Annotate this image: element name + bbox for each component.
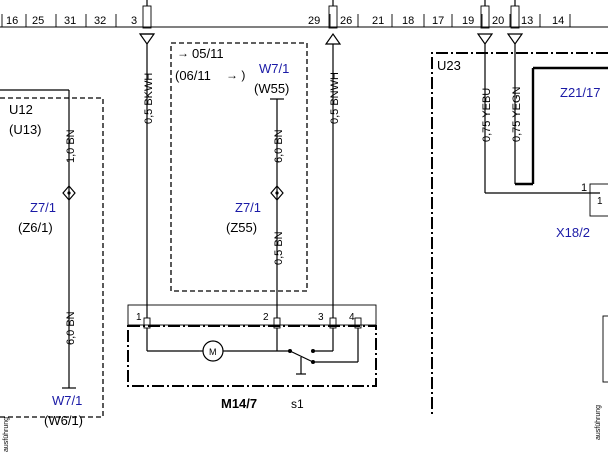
wire-label-mid-upper: 6,0 BN [273, 129, 285, 163]
z6-label: (Z6/1) [18, 220, 53, 235]
w6-label: (W6/1) [44, 413, 83, 428]
ruler-num: 3 [131, 15, 137, 27]
ruler-num: 18 [402, 15, 414, 27]
ruler-num: 13 [521, 15, 533, 27]
ruler-num: 29 [308, 15, 320, 27]
date-end-label: (06/11 [175, 68, 211, 83]
connector-socket [328, 5, 338, 29]
wire-label-u12-upper: 1,0 BN [65, 129, 77, 163]
m14-housing [127, 325, 377, 387]
wire-label-yegn: 0,75 YEGN [511, 87, 523, 142]
ruler-num: 19 [462, 15, 474, 27]
ruler-num: 26 [340, 15, 352, 27]
wire-mid [270, 98, 284, 318]
w7-top-label: W7/1 [259, 61, 289, 76]
wire-yebu [484, 44, 600, 194]
connector-socket [510, 5, 520, 29]
x18-pin-label: 1 [581, 182, 587, 194]
w7-bottom-label: W7/1 [52, 393, 82, 408]
ruler-num: 32 [94, 15, 106, 27]
x18-label: X18/2 [556, 225, 590, 240]
z7-left-label: Z7/1 [30, 200, 56, 215]
wire-label-bkwh: 0,5 BKWH [143, 73, 155, 124]
connector-socket [480, 5, 490, 29]
s1-label: s1 [291, 397, 304, 411]
arrow-end: → ) [226, 68, 245, 82]
ruler-num: 20 [492, 15, 504, 27]
date-start-label: 05/11 [192, 46, 224, 61]
u13-label: (U13) [9, 122, 42, 137]
arrow-start: → [177, 46, 189, 60]
m14-connector [127, 304, 377, 326]
right-edge-component [602, 315, 608, 383]
m14-label: M14/7 [221, 396, 257, 411]
z21-label: Z21/17 [560, 85, 600, 100]
x18-connector [589, 183, 608, 217]
wire-label-yebu: 0,75 YEBU [481, 88, 493, 142]
wire-label-mid-lower: 0,5 BN [273, 231, 285, 265]
ruler-num: 16 [6, 15, 18, 27]
connector-down-icon [476, 33, 494, 46]
ruler-num: 31 [64, 15, 76, 27]
wire-label-bnwh: 0,5 BNWH [329, 72, 341, 124]
pin-label: 2 [263, 312, 269, 323]
ruler-num: 14 [552, 15, 564, 27]
motor-icon [199, 340, 227, 362]
connector-socket [142, 5, 152, 29]
u23-label: U23 [437, 58, 461, 73]
pin-label: 1 [136, 312, 142, 323]
m14-component [127, 304, 377, 387]
splice-diamond-icon [62, 185, 76, 201]
pin-label: 3 [318, 312, 324, 323]
u12-box [0, 89, 104, 418]
ruler-num: 21 [372, 15, 384, 27]
x18-pin-inner: 1 [597, 196, 603, 207]
variant-box [170, 42, 308, 292]
ruler-num: 17 [432, 15, 444, 27]
motor-label: M [209, 347, 217, 357]
u23-box [431, 52, 608, 414]
side-note-left: ausführung [3, 417, 10, 452]
side-note-right: ausführung [595, 405, 602, 440]
wire-label-u12-lower: 6,0 BN [65, 311, 77, 345]
w55-label: (W55) [254, 81, 289, 96]
top-ruler: 16 25 31 32 3 29 26 21 18 17 19 20 13 14 [0, 0, 608, 28]
connector-arrows [138, 5, 524, 46]
connector-down-icon [138, 33, 156, 46]
connector-up-icon [324, 32, 342, 45]
ruler-num: 25 [32, 15, 44, 27]
u12-label: U12 [9, 102, 33, 117]
pin-label: 4 [349, 312, 355, 323]
connector-down-icon [506, 33, 524, 46]
splice-diamond-icon [270, 185, 284, 201]
wire-yegn [514, 44, 608, 186]
z55-label: (Z55) [226, 220, 257, 235]
z7-mid-label: Z7/1 [235, 200, 261, 215]
